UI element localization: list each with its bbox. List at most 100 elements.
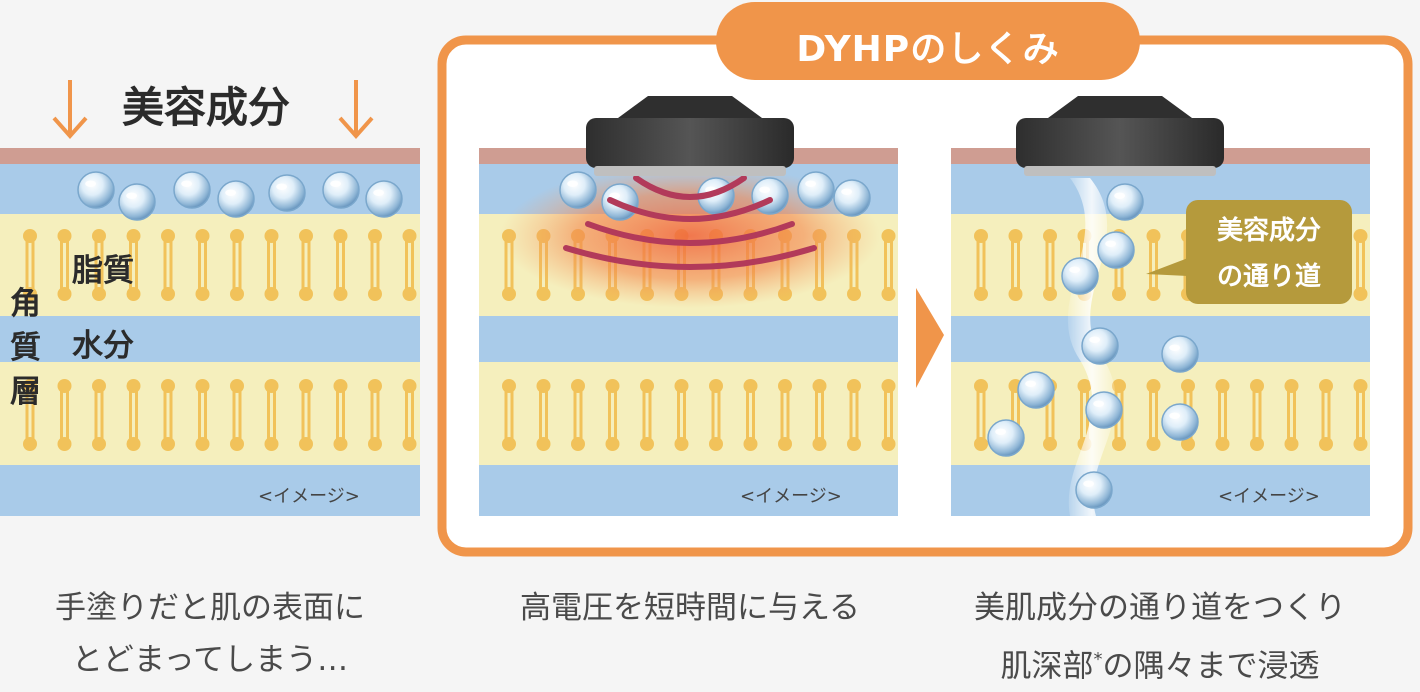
- lipid-head: [1284, 437, 1299, 451]
- ingredient-bubble: [1097, 231, 1135, 269]
- lipid-head: [195, 287, 210, 301]
- ingredient-bubble: [268, 174, 306, 212]
- ingredient-bubble: [322, 171, 360, 209]
- lipid-head: [264, 437, 279, 451]
- caption-left-line-2: とどまってしまう…: [71, 642, 349, 678]
- lipid-head: [23, 229, 37, 243]
- image-note-left: <イメージ>: [258, 486, 360, 507]
- lipid-head: [502, 287, 516, 301]
- ingredient-bubble: [173, 171, 211, 209]
- skin-panel-middle: [479, 148, 898, 516]
- title-badge-text: DYHPのしくみ: [796, 29, 1060, 70]
- lipid-head: [1146, 437, 1161, 451]
- lipid-head: [812, 437, 827, 451]
- lipid-head: [230, 379, 244, 393]
- ingredient-bubble: [118, 183, 156, 221]
- device-head: [586, 118, 794, 168]
- device-neck: [1048, 96, 1192, 118]
- caption-left: 手塗りだと肌の表面に とどまってしまう…: [0, 582, 420, 686]
- image-note-right: <イメージ>: [1218, 486, 1320, 507]
- lipid-head: [1112, 287, 1126, 301]
- lipid-head: [92, 379, 106, 393]
- lipid-head: [92, 287, 106, 301]
- lipid-head: [230, 287, 244, 301]
- lipid-head: [402, 437, 417, 451]
- lipid-head: [640, 379, 654, 393]
- lipid-head: [1146, 379, 1161, 393]
- lipid-head: [502, 379, 516, 393]
- bubble-highlight: [805, 180, 816, 187]
- lipid-head: [1146, 229, 1161, 243]
- lipid-head: [536, 379, 551, 393]
- caption-right-deep: 肌深部: [1000, 648, 1094, 685]
- lipid-head: [161, 229, 175, 243]
- caption-middle-line-1: 高電圧を短時間に与える: [519, 590, 861, 626]
- bubble-highlight: [609, 192, 620, 199]
- lipid-head: [264, 379, 279, 393]
- lipid-head: [1215, 379, 1230, 393]
- lipid-head: [1319, 379, 1333, 393]
- lipid-head: [847, 287, 861, 301]
- lipid-head: [230, 437, 244, 451]
- bubble-highlight: [1025, 380, 1036, 387]
- ingredient-bubble: [1106, 183, 1144, 221]
- bubble-highlight: [225, 189, 237, 196]
- lipid-head: [57, 437, 72, 451]
- ingredient-bubble: [365, 180, 403, 218]
- lipid-head: [161, 379, 175, 393]
- lipid-head: [92, 437, 106, 451]
- callout-line-1: 美容成分: [1216, 216, 1321, 246]
- ingredient-bubble: [77, 171, 115, 209]
- device-electrode: [594, 166, 786, 176]
- bubble-highlight: [1083, 480, 1094, 487]
- lipid-head: [57, 229, 72, 243]
- water-layer: [951, 316, 1370, 362]
- pulse-wave: [633, 175, 747, 200]
- lipid-head: [1353, 229, 1368, 243]
- lipid-head: [502, 437, 516, 451]
- lipid-head: [1112, 379, 1126, 393]
- lipid-head: [974, 287, 988, 301]
- lipid-head: [881, 437, 896, 451]
- lipid-head: [1043, 229, 1057, 243]
- bubble-highlight: [995, 428, 1006, 435]
- lipid-head: [1043, 287, 1057, 301]
- lipid-head: [368, 437, 382, 451]
- caption-middle: 高電圧を短時間に与える: [470, 582, 910, 634]
- lipid-layer: [0, 214, 420, 316]
- lipid-head: [974, 379, 988, 393]
- lipid-head: [368, 287, 382, 301]
- lipid-head: [1043, 437, 1057, 451]
- lipid-head: [1353, 437, 1368, 451]
- title-badge: [716, 2, 1140, 80]
- caption-right: 美肌成分の通り道をつくり 肌深部*の隅々まで浸透: [940, 582, 1380, 692]
- lipid-head: [1112, 437, 1126, 451]
- label-stratum-3: 層: [10, 374, 41, 410]
- device-right: [1016, 96, 1224, 176]
- lipid-head: [333, 437, 348, 451]
- lipid-head: [812, 287, 827, 301]
- ingredient-bubble: [987, 419, 1025, 457]
- lipid-head: [812, 379, 827, 393]
- bubble-highlight: [276, 183, 287, 190]
- bubble-highlight: [373, 189, 384, 196]
- ingredient-bubble: [1081, 327, 1119, 365]
- device-neck: [618, 96, 762, 118]
- ingredient-bubble: [1161, 403, 1199, 441]
- lipid-head: [195, 437, 210, 451]
- lipid-head: [743, 437, 758, 451]
- lipid-head: [1008, 287, 1023, 301]
- lipid-head: [299, 287, 313, 301]
- lipid-head: [778, 437, 792, 451]
- pulse-wave: [585, 221, 795, 246]
- bubble-highlight: [85, 180, 96, 187]
- lipid-head: [536, 437, 551, 451]
- lipid-head: [23, 379, 37, 393]
- label-water: 水分: [72, 328, 134, 364]
- bubble-highlight: [126, 192, 137, 199]
- device-electrode: [1024, 166, 1216, 176]
- bubble-highlight: [181, 180, 193, 187]
- water-layer: [479, 316, 898, 362]
- lipid-head: [195, 379, 210, 393]
- lipid-head: [1181, 437, 1195, 451]
